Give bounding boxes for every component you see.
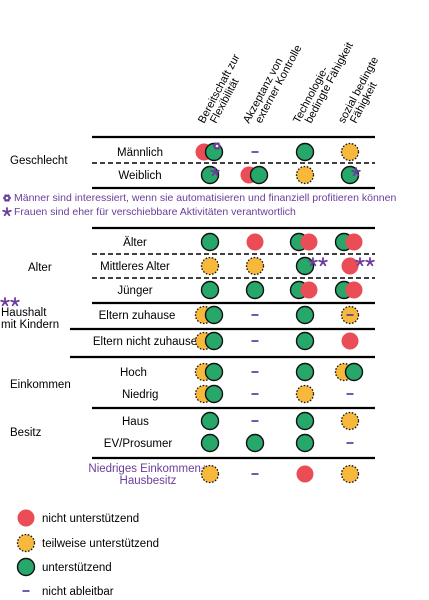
circle-marker <box>204 305 224 325</box>
circle-marker <box>200 464 220 484</box>
row-label: Männlich <box>117 147 163 159</box>
flower-icon <box>213 142 221 150</box>
circle-marker <box>295 411 315 431</box>
circle-marker <box>200 280 220 300</box>
circle-marker <box>300 233 318 251</box>
row-label: EV/Prosumer <box>104 438 173 450</box>
asterisk-icon <box>2 207 12 217</box>
circle-marker <box>246 233 264 251</box>
row-label: Weiblich <box>118 170 161 182</box>
circle-marker <box>295 256 315 276</box>
circle-marker <box>340 464 360 484</box>
circle-marker <box>345 233 363 251</box>
circle-marker <box>295 165 315 185</box>
circle-marker <box>245 433 265 453</box>
note-text: Frauen sind eher für verschiebbare Aktiv… <box>14 206 296 218</box>
asterisk-icon <box>308 257 318 267</box>
legend-marker <box>17 509 35 527</box>
circle-marker <box>296 465 314 483</box>
circle-marker <box>204 384 224 404</box>
circle-marker <box>300 281 318 299</box>
group-label: Geschlecht <box>10 155 68 167</box>
legend-label: nicht ableitbar <box>42 586 114 598</box>
circle-marker <box>204 362 224 382</box>
note-text: Männer sind interessiert, wenn sie autom… <box>14 192 396 204</box>
row-label: Jünger <box>117 285 152 297</box>
group-label: mit Kindern <box>1 319 59 331</box>
asterisk-icon <box>10 297 20 307</box>
circle-marker <box>249 165 269 185</box>
circle-marker <box>245 256 265 276</box>
circle-marker <box>245 280 265 300</box>
group-label: Alter <box>28 262 52 274</box>
row-label: Hoch <box>120 367 147 379</box>
legend-label: unterstützend <box>42 562 112 574</box>
asterisk-icon <box>0 297 10 307</box>
asterisk-icon <box>210 167 220 177</box>
group-label: Besitz <box>10 427 42 439</box>
asterisk-icon <box>365 257 375 267</box>
circle-marker <box>341 332 359 350</box>
group-label: Haushalt <box>1 307 47 319</box>
row-label: Älter <box>123 237 147 249</box>
circle-marker <box>200 256 220 276</box>
circle-marker <box>295 384 315 404</box>
row-label: Mittleres Alter <box>100 261 170 273</box>
circle-marker <box>295 331 315 351</box>
circle-marker <box>295 142 315 162</box>
legend-label: nicht unterstützend <box>42 513 139 525</box>
circle-marker <box>344 362 364 382</box>
row-label: Haus <box>122 416 149 428</box>
circle-marker <box>345 281 363 299</box>
legend-marker <box>16 533 36 553</box>
legend-label: teilweise unterstützend <box>42 538 159 550</box>
circle-marker <box>200 165 220 185</box>
asterisk-icon <box>351 167 361 177</box>
asterisk-icon <box>318 257 328 267</box>
circle-marker <box>295 362 315 382</box>
asterisk-icon <box>355 257 365 267</box>
circle-marker <box>295 433 315 453</box>
circle-marker <box>200 232 220 252</box>
circle-marker <box>340 411 360 431</box>
legend-marker <box>16 557 36 577</box>
group-label: Einkommen <box>10 379 71 391</box>
circle-marker <box>200 411 220 431</box>
circle-marker <box>341 257 359 275</box>
circle-marker <box>204 331 224 351</box>
flower-icon <box>3 194 11 202</box>
row-label: Eltern zuhause <box>99 310 176 322</box>
circle-marker <box>295 305 315 325</box>
row-label: Eltern nicht zuhause <box>93 336 197 348</box>
circle-marker <box>340 142 360 162</box>
row-label: Hausbesitz <box>120 475 177 487</box>
circle-marker <box>200 433 220 453</box>
row-label: Niedrig <box>122 389 158 401</box>
row-label: Niedriges Einkommen+ <box>88 463 207 475</box>
